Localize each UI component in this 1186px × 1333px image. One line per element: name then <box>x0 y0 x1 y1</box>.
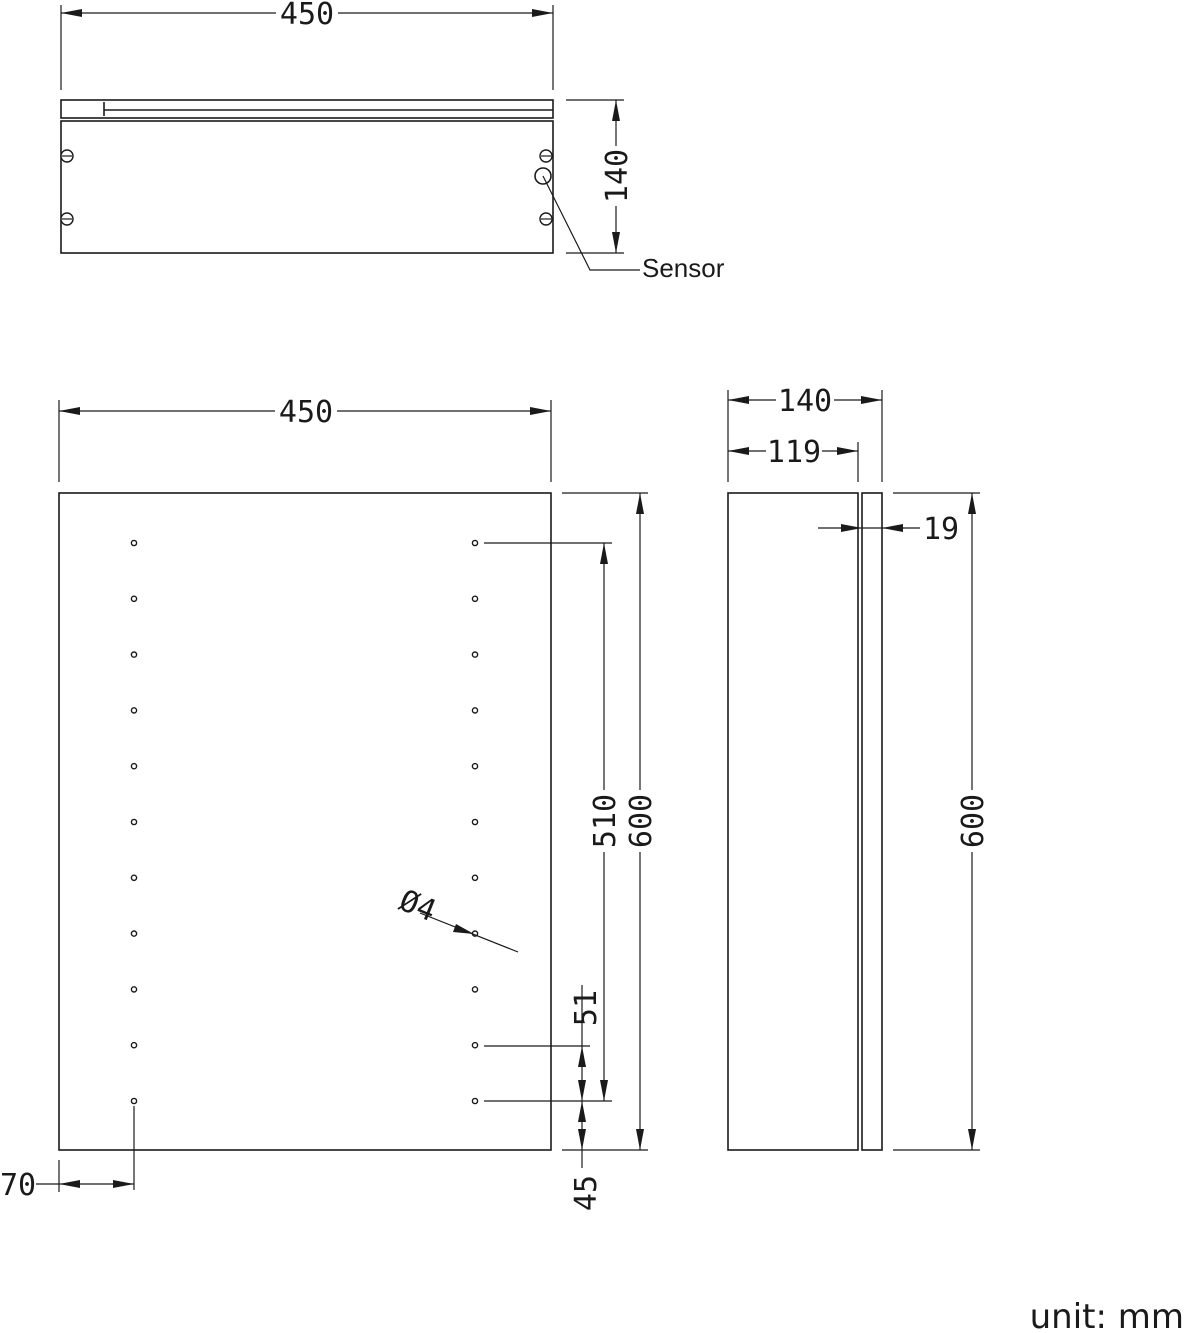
mounting-hole <box>471 1041 479 1049</box>
mounting-hole <box>130 930 138 937</box>
mounting-hole <box>471 651 479 658</box>
mounting-hole <box>471 874 479 882</box>
screw-icon <box>539 212 553 226</box>
mounting-hole <box>130 595 138 603</box>
side-offset-label: 70 <box>0 1168 36 1203</box>
mounting-hole <box>130 651 138 658</box>
mounting-hole <box>471 986 479 993</box>
hole-span-label: 510 <box>588 794 623 848</box>
top-depth-label: 140 <box>600 149 635 203</box>
mounting-hole <box>130 762 138 770</box>
mounting-hole <box>130 707 138 714</box>
mounting-hole <box>471 762 479 770</box>
side-view: 140 119 19 600 <box>727 384 991 1151</box>
bottom-offset-label: 45 <box>569 1175 604 1211</box>
mounting-hole <box>471 1097 479 1105</box>
front-height-label: 600 <box>624 794 659 848</box>
side-height-label: 600 <box>956 794 991 848</box>
screw-icon <box>60 212 74 226</box>
side-depth-label: 140 <box>778 384 832 419</box>
side-body-depth-label: 119 <box>767 435 821 470</box>
hole-pitch-label: 51 <box>569 990 604 1026</box>
screw-icon <box>539 149 553 163</box>
front-width-label: 450 <box>279 395 333 430</box>
mounting-hole <box>130 818 138 826</box>
mounting-hole <box>130 539 138 547</box>
front-view: 450 600 510 51 45 <box>0 395 659 1211</box>
mounting-hole <box>471 539 479 547</box>
mounting-hole <box>471 707 479 714</box>
mounting-hole <box>130 874 138 882</box>
door-thickness-label: 19 <box>923 512 959 547</box>
mounting-holes <box>130 539 479 1105</box>
mounting-hole <box>471 818 479 826</box>
mounting-hole <box>130 1097 138 1105</box>
screw-icon <box>60 149 74 163</box>
top-view: 450 Sensor 140 <box>60 0 725 283</box>
top-width-label: 450 <box>280 0 334 32</box>
sensor-label: Sensor <box>642 253 725 283</box>
unit-label: unit: mm <box>1030 1297 1184 1333</box>
mounting-hole <box>130 986 138 993</box>
mounting-hole <box>130 1041 138 1049</box>
mounting-hole <box>471 595 479 603</box>
sensor-icon <box>534 167 552 185</box>
hole-diameter-label: Ø4 <box>394 883 441 929</box>
